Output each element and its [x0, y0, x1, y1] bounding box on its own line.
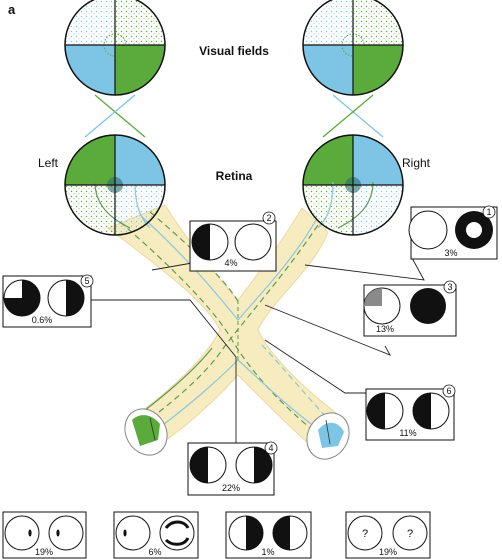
callout-percent: 3%: [444, 248, 457, 258]
callout-percent: 11%: [399, 428, 416, 438]
bottom-percent: 19%: [379, 547, 397, 557]
optic-chiasm: [107, 204, 350, 460]
unknown-symbol: ?: [407, 528, 413, 540]
bottom-item-4: ? ? 19%: [345, 511, 431, 559]
callout-number: 1: [486, 207, 491, 217]
bottom-item-2: 6%: [113, 511, 199, 559]
retina-right: [302, 134, 404, 236]
callout-percent: 4%: [224, 258, 237, 268]
visual-fields-label: Visual fields: [199, 44, 269, 58]
visual-field-left: [64, 0, 166, 96]
callout-percent: 13%: [376, 324, 394, 334]
bottom-percent: 19%: [35, 547, 53, 557]
retina-label: Retina: [216, 169, 253, 183]
callout-percent: 22%: [222, 483, 240, 493]
bottom-percent: 6%: [148, 547, 161, 557]
leader-lines: [84, 254, 425, 445]
bottom-item-1: 19%: [2, 511, 87, 559]
callout-number: 4: [268, 443, 273, 453]
visual-field-right: [302, 0, 404, 96]
callout-3: 3 13%: [363, 280, 457, 337]
callout-2: 2 4%: [189, 211, 277, 272]
unknown-symbol: ?: [362, 528, 368, 540]
callout-1: 1 3%: [408, 205, 498, 260]
callout-number: 5: [84, 276, 89, 286]
bottom-percent: 1%: [261, 547, 274, 557]
panel-letter: a: [8, 2, 16, 17]
callout-number: 6: [446, 386, 451, 396]
projection-lines: [84, 94, 384, 138]
callout-5: 5 0.6%: [2, 274, 94, 328]
left-label: Left: [38, 156, 59, 170]
callout-percent: 0.6%: [32, 315, 53, 325]
callout-number: 2: [266, 213, 271, 223]
retina-left: [64, 134, 166, 236]
right-label: Right: [402, 156, 431, 170]
callout-4: 4 22%: [187, 441, 278, 496]
callout-6: 6 11%: [365, 384, 456, 441]
callout-number: 3: [447, 282, 452, 292]
bottom-item-3: 1%: [225, 511, 312, 559]
